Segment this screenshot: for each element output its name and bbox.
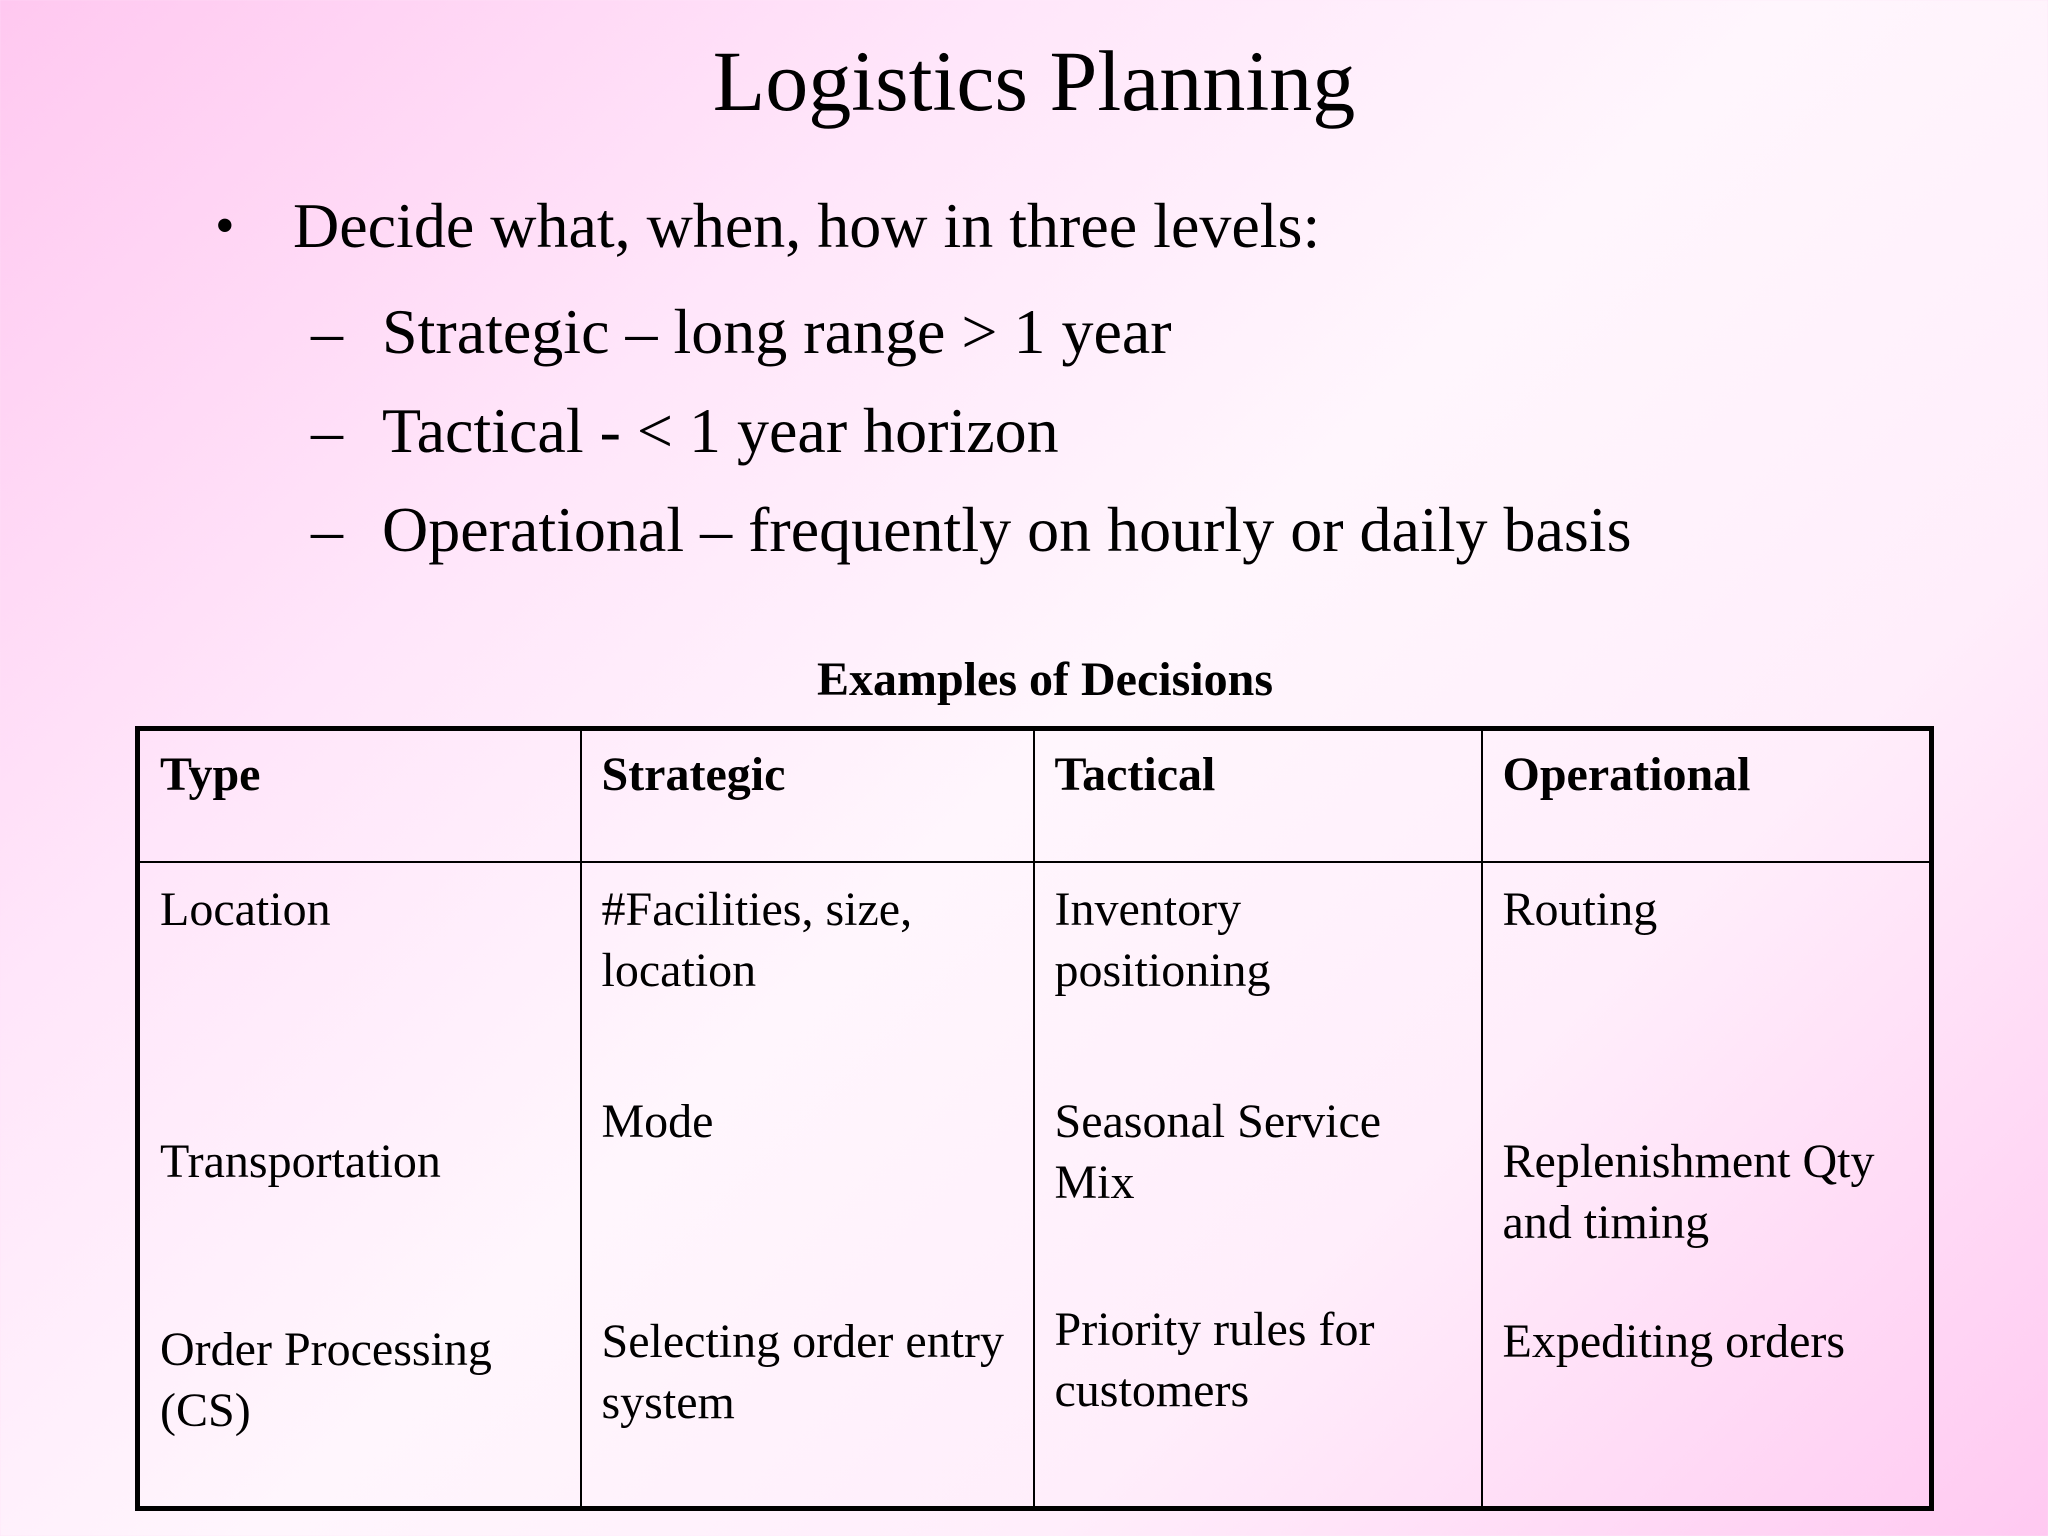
slide-title: Logistics Planning — [712, 33, 1356, 129]
table-cell: Routing — [1480, 860, 1933, 1091]
table-cell: Expediting orders — [1480, 1298, 1933, 1508]
bullet-list: • Decide what, when, how in three levels… — [215, 184, 2015, 579]
cell-text: Order Processing (CS) — [160, 1322, 492, 1437]
table-header-row: Type Strategic Tactical Operational — [136, 727, 1933, 863]
cell-text: Transportation — [160, 1134, 441, 1188]
cell-text: #Facilities, size, location — [601, 882, 913, 997]
dash-marker: – — [311, 494, 343, 565]
table-cell: Transportation — [136, 1090, 582, 1299]
sublist-container: – Strategic – long range > 1 year – Tact… — [215, 282, 2015, 579]
header-tactical: Tactical — [1032, 727, 1483, 863]
cell-text: Priority rules for customers — [1054, 1302, 1375, 1417]
cell-text: Expediting orders — [1502, 1314, 1846, 1368]
bullet-text: Decide what, when, how in three levels: — [293, 190, 1321, 261]
table-cell: Order Processing (CS) — [136, 1298, 582, 1508]
dash-marker: – — [311, 395, 343, 466]
cell-text: Location — [160, 882, 331, 936]
bullet-item: • Decide what, when, how in three levels… — [215, 184, 2015, 268]
sub-bullet-tactical: – Tactical - < 1 year horizon — [215, 381, 2015, 480]
cell-text: Seasonal Service Mix — [1054, 1094, 1382, 1209]
header-strategic: Strategic — [579, 727, 1035, 863]
cell-text: Mode — [601, 1094, 714, 1148]
table-cell: Mode — [579, 1090, 1035, 1299]
cell-text: Routing — [1502, 882, 1658, 936]
table-cell: Seasonal Service Mix — [1032, 1090, 1483, 1299]
table-caption: Examples of Decisions — [817, 653, 1273, 706]
sub-bullet-list: – Strategic – long range > 1 year – Tact… — [215, 282, 2015, 579]
table-cell: Priority rules for customers — [1032, 1298, 1483, 1508]
sub-bullet-operational: – Operational – frequently on hourly or … — [215, 480, 2015, 579]
cell-text: Replenishment Qty and timing — [1502, 1134, 1875, 1249]
dash-marker: – — [311, 296, 343, 367]
table-cell: Replenishment Qty and timing — [1480, 1090, 1933, 1299]
cell-text: Inventory positioning — [1054, 882, 1271, 997]
cell-text: Selecting order entry system — [601, 1314, 1005, 1429]
table-row: Order Processing (CS) Selecting order en… — [136, 1298, 1933, 1508]
sub-bullet-text: Operational – frequently on hourly or da… — [382, 494, 1632, 565]
decisions-table: Type Strategic Tactical Operational Loca… — [135, 726, 1934, 1511]
sub-bullet-text: Strategic – long range > 1 year — [382, 296, 1172, 367]
sub-bullet-text: Tactical - < 1 year horizon — [382, 395, 1059, 466]
table-cell: Selecting order entry system — [579, 1298, 1035, 1508]
header-type: Type — [136, 727, 582, 863]
table-cell: Location — [136, 860, 582, 1091]
table-cell: #Facilities, size, location — [579, 860, 1035, 1091]
table-row: Location #Facilities, size, location Inv… — [136, 860, 1933, 1091]
bullet-marker: • — [215, 195, 235, 257]
header-operational: Operational — [1480, 727, 1933, 863]
table-row: Transportation Mode Seasonal Service Mix… — [136, 1090, 1933, 1299]
sub-bullet-strategic: – Strategic – long range > 1 year — [215, 282, 2015, 381]
table-cell: Inventory positioning — [1032, 860, 1483, 1091]
